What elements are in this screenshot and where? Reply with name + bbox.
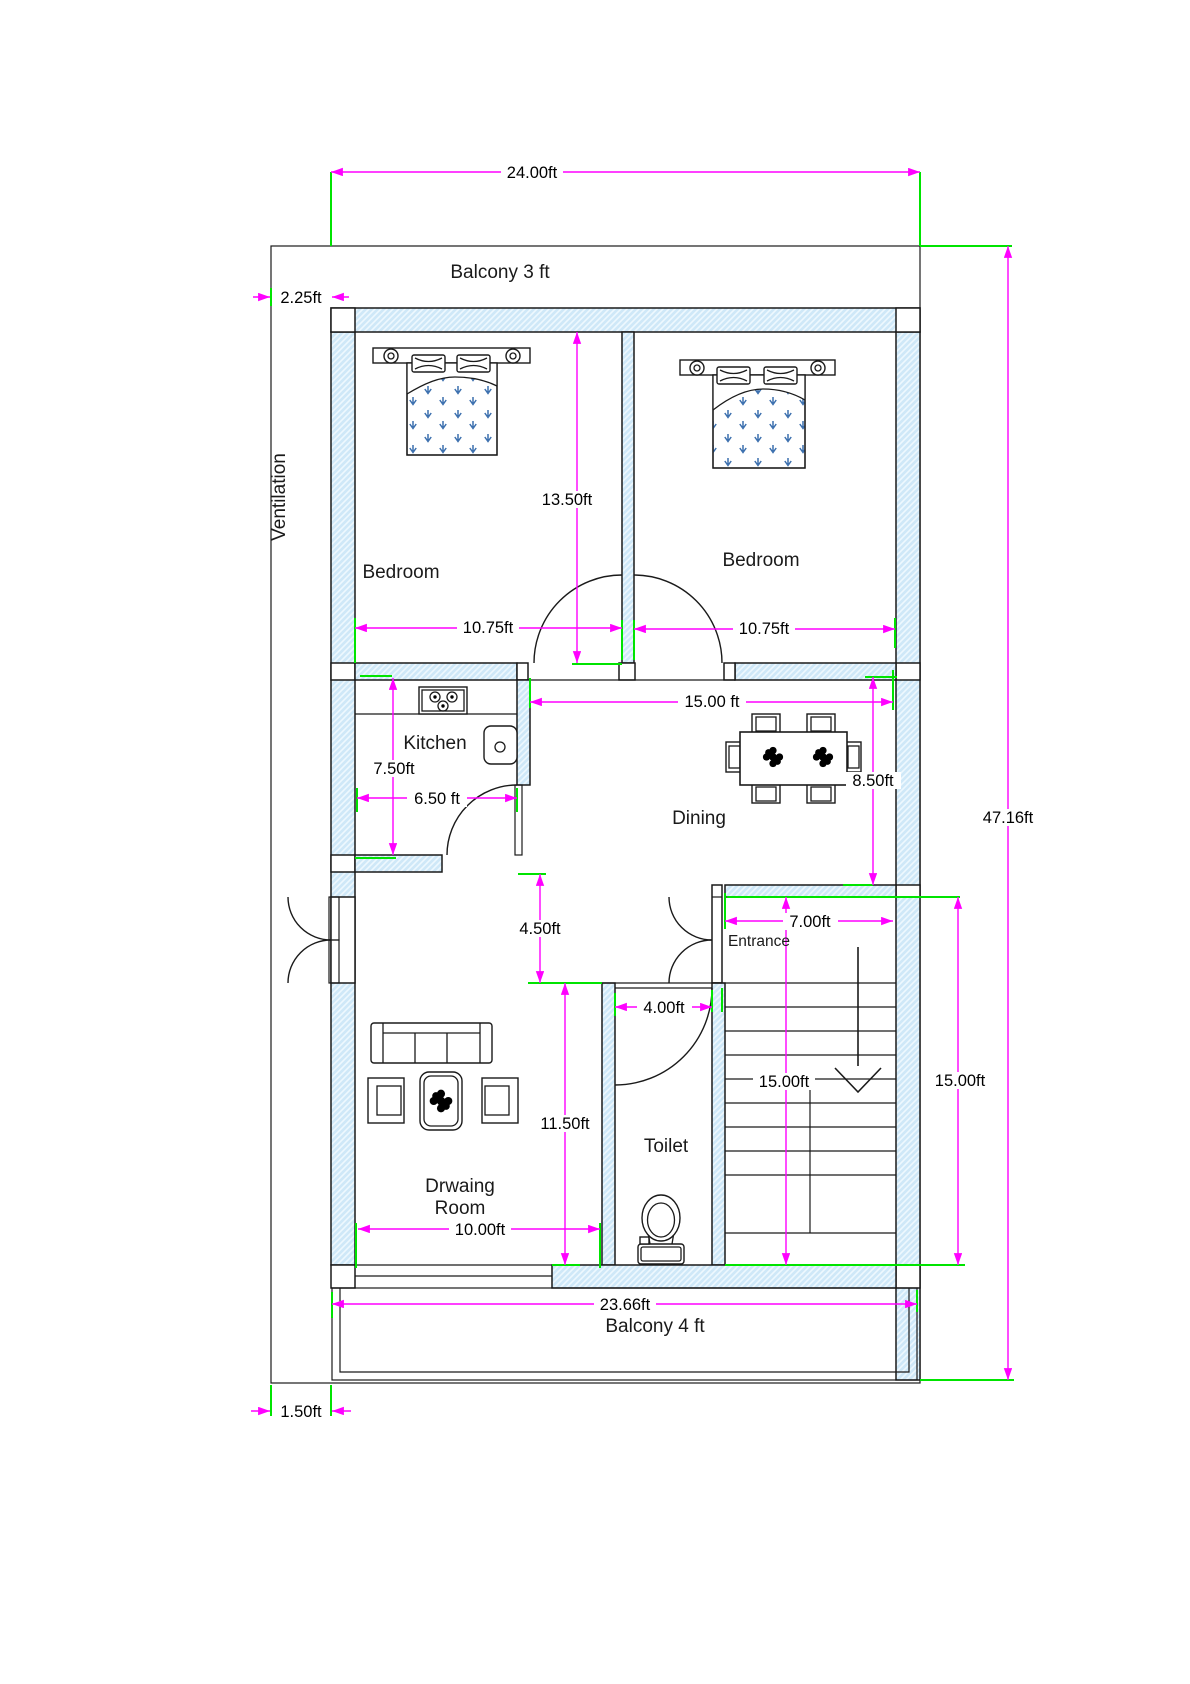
dim-toilet-width: 4.00ft bbox=[643, 999, 685, 1017]
sink-icon bbox=[483, 725, 518, 765]
dining-label: Dining bbox=[672, 808, 726, 829]
sofa-icon bbox=[370, 1022, 493, 1064]
exterior-walls bbox=[330, 307, 921, 1381]
stove-icon bbox=[418, 686, 468, 715]
bed-icon bbox=[372, 347, 531, 456]
dim-drawing-room-width: 10.00ft bbox=[455, 1221, 506, 1239]
kitchen-label: Kitchen bbox=[403, 733, 466, 754]
dim-bedroom-height: 13.50ft bbox=[542, 491, 593, 509]
dim-drawing-room-height: 11.50ft bbox=[540, 1115, 590, 1133]
interior-walls bbox=[354, 331, 897, 1289]
dim-side-setback: 2.25ft bbox=[280, 289, 322, 307]
room-labels: Balcony 3 ft Ventilation Bedroom Bedroom… bbox=[269, 262, 800, 1337]
dim-kitchen-width: 6.50 ft bbox=[414, 790, 460, 808]
extension-lines bbox=[270, 172, 1014, 1416]
dim-dining-height: 8.50ft bbox=[852, 772, 894, 790]
drawing-room-label-line1: Drwaing bbox=[425, 1176, 495, 1197]
toilet-label: Toilet bbox=[644, 1136, 689, 1157]
plot-boundary bbox=[270, 245, 921, 1384]
dim-overall-height: 47.16ft bbox=[983, 809, 1034, 827]
stairs-direction-arrow-icon bbox=[834, 947, 882, 1094]
entrance-label: Entrance bbox=[728, 933, 790, 950]
bedroom-left-door-arc-icon bbox=[533, 574, 623, 664]
entrance-door-arc-icon bbox=[668, 896, 713, 941]
dim-overall-width: 24.00ft bbox=[507, 164, 558, 182]
dim-balcony-bottom-width: 23.66ft bbox=[600, 1296, 651, 1314]
dim-front-setback: 1.50ft bbox=[280, 1403, 322, 1421]
dining-set-icon bbox=[725, 713, 862, 804]
balcony-top-label: Balcony 3 ft bbox=[450, 262, 550, 283]
balcony-bottom-label: Balcony 4 ft bbox=[605, 1316, 705, 1337]
dim-passage-height: 4.50ft bbox=[519, 920, 561, 938]
kitchen-door-leaf-icon bbox=[514, 784, 523, 856]
main-door-leaf-icon bbox=[328, 939, 340, 984]
dim-right-side-height: 15.00ft bbox=[935, 1072, 986, 1090]
kitchen-door-arc-icon bbox=[446, 784, 518, 856]
drawing-room-label-line2: Room bbox=[435, 1198, 486, 1219]
dim-dining-width: 15.00 ft bbox=[684, 693, 739, 711]
dim-stair-height: 15.00ft bbox=[759, 1073, 810, 1091]
dim-entrance-width: 7.00ft bbox=[789, 913, 831, 931]
balcony-bottom-structure bbox=[331, 1287, 918, 1381]
bedroom-right-label: Bedroom bbox=[722, 550, 799, 571]
bed-icon bbox=[679, 359, 836, 469]
coffee-table-icon bbox=[419, 1071, 463, 1131]
wc-toilet-icon bbox=[637, 1194, 685, 1265]
dim-bedroom-left-width: 10.75ft bbox=[463, 619, 514, 637]
bedroom-left-label: Bedroom bbox=[362, 562, 439, 583]
stairs-icon bbox=[725, 947, 896, 1234]
dim-kitchen-height: 7.50ft bbox=[373, 760, 415, 778]
dimension-labels: 24.00ft 2.25ft 13.50ft 10.75ft 10.75ft 1… bbox=[280, 164, 1039, 1421]
bedroom-right-door-arc-icon bbox=[633, 574, 723, 664]
armchair-icon bbox=[367, 1077, 519, 1124]
ventilation-label: Ventilation bbox=[269, 453, 290, 541]
dim-bedroom-right-width: 10.75ft bbox=[739, 620, 790, 638]
entrance-door-arc-icon bbox=[668, 939, 713, 984]
